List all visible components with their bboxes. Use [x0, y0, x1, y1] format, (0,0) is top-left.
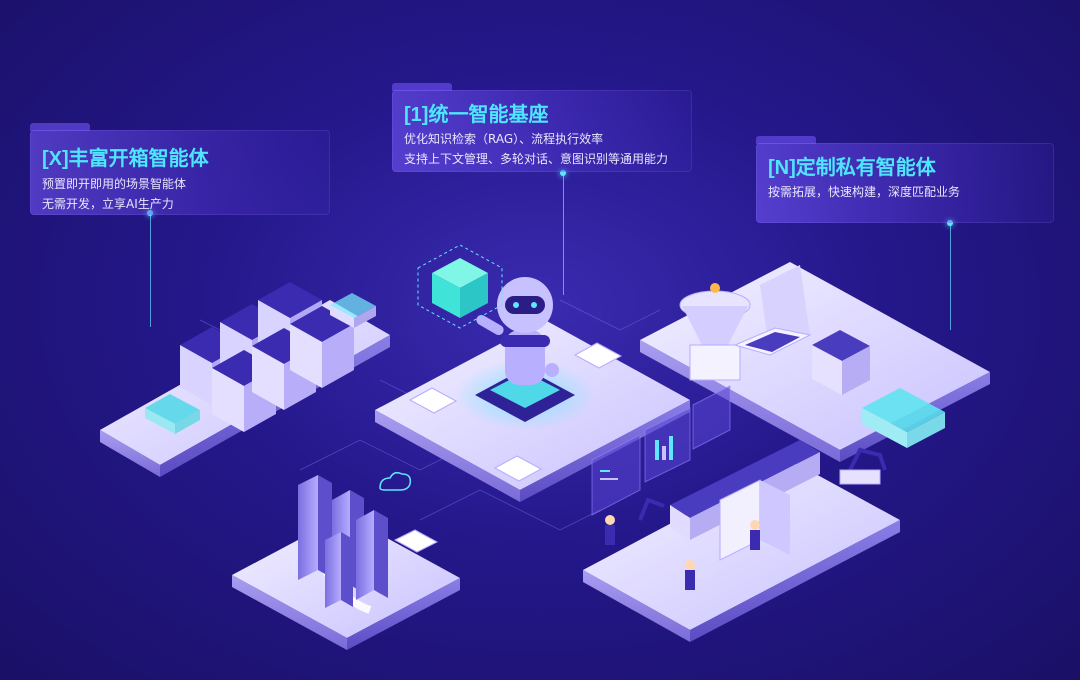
connector-left [150, 215, 151, 327]
connector-dot-right [947, 220, 953, 226]
funnel-machine [679, 283, 751, 381]
right-platform [640, 262, 990, 462]
laptop [733, 265, 812, 356]
city-platform [232, 471, 460, 650]
panel-tab [392, 83, 452, 91]
floating-cube [417, 244, 503, 329]
panel-tab [30, 123, 90, 131]
connector-center [563, 175, 564, 295]
floating-dashboards [591, 385, 731, 516]
storage-box [812, 330, 870, 395]
cloud-icon [379, 471, 412, 491]
panel-left-line-1: 预置即开即用的场景智能体 [42, 177, 187, 191]
skyscraper [356, 510, 388, 600]
skyscraper [325, 532, 353, 608]
panel-center-title: [1]统一智能基座 [404, 104, 549, 126]
center-pads [408, 342, 623, 482]
panel-left: [X]丰富开箱智能体 预置即开即用的场景智能体 无需开发，立享AI生产力 [30, 123, 330, 215]
water-pool [145, 394, 200, 434]
panel-tab [756, 136, 816, 144]
connector-right [950, 225, 951, 330]
worker-figure [750, 520, 760, 550]
panel-right: [N]定制私有智能体 按需拓展，快速构建，深度匹配业务 [756, 136, 1054, 223]
water-pool [862, 388, 945, 448]
panel-center: [1]统一智能基座 优化知识检索（RAG）、流程执行效率 支持上下文管理、多轮对… [392, 83, 692, 172]
panel-right-line-1: 按需拓展，快速构建，深度匹配业务 [768, 185, 961, 199]
worker-figure [685, 560, 695, 590]
server-stacks [145, 282, 376, 434]
small-pedestal [330, 293, 376, 328]
skyscraper [298, 475, 332, 580]
connector-dot-center [560, 170, 566, 176]
panel-right-title: [N]定制私有智能体 [768, 157, 936, 179]
panel-left-title: [X]丰富开箱智能体 [42, 148, 209, 170]
robot-on-chip [455, 277, 595, 430]
panel-center-line-1: 优化知识检索（RAG）、流程执行效率 [404, 132, 604, 146]
panel-left-line-2: 无需开发，立享AI生产力 [42, 197, 174, 211]
worker-figure [605, 515, 615, 545]
panel-center-line-2: 支持上下文管理、多轮对话、意图识别等通用能力 [404, 152, 669, 166]
factory-platform [583, 440, 900, 642]
